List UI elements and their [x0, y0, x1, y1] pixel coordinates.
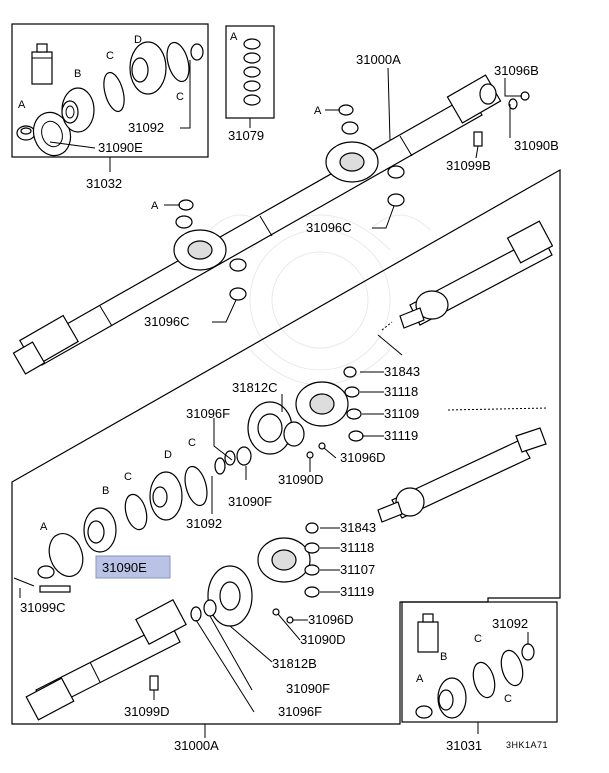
kit-box-31031: 31092 C B A C 31031 [401, 601, 558, 753]
label-31109: 31109 [384, 406, 419, 421]
label-lower-a: A [40, 521, 48, 533]
label-31096f-upper: 31096F [186, 406, 230, 421]
bearing-group-upper: 31843 31118 31109 31119 31812C 31096F 31… [186, 334, 420, 509]
label-31000a-top: 31000A [356, 52, 401, 67]
label-31119-lower: 31119 [340, 584, 374, 599]
label-31090e-highlighted[interactable]: 31090E [102, 560, 147, 575]
label-tl-c2: C [176, 91, 184, 103]
label-br-c1: C [474, 633, 482, 645]
label-31031: 31031 [446, 738, 482, 753]
label-31000a-bottom: 31000A [174, 738, 219, 753]
label-nuts-a: A [230, 31, 238, 43]
highlighted-part-31090e[interactable]: 31090E [95, 555, 171, 579]
label-31812b: 31812B [272, 656, 317, 671]
grease-tube-icon [31, 43, 53, 85]
joint-left-mid [173, 215, 247, 272]
yoke-right-top [446, 74, 502, 124]
label-31107: 31107 [340, 562, 375, 577]
grease-tube-icon-2 [417, 613, 439, 653]
nut-a-mid [178, 199, 194, 211]
label-lower-c2: C [188, 437, 196, 449]
flange-b-icon [61, 87, 95, 133]
highlight-box [95, 555, 171, 579]
label-31843-lower: 31843 [340, 520, 376, 535]
yoke-left-end [12, 314, 79, 375]
label-31096f-lower: 31096F [278, 704, 322, 719]
nut-31096b [520, 91, 530, 101]
label-31090f-upper: 31090F [228, 494, 272, 509]
center-bearing-top [325, 121, 405, 183]
bolt-31099b [473, 131, 483, 147]
label-31090d-upper: 31090D [278, 472, 324, 487]
label-31118-lower: 31118 [340, 540, 374, 555]
label-31096d-upper: 31096D [340, 450, 386, 465]
kit-box-31032: A B C D C 31092 31090E 31032 [11, 23, 209, 191]
nut-31096c-l [229, 287, 247, 301]
flange-group-lower: A B C C D 31092 31099C 31090E [13, 437, 222, 615]
label-31812c: 31812C [232, 380, 278, 395]
cap-a-icon [16, 125, 36, 141]
label-31096b: 31096B [494, 63, 539, 78]
label-31118-upper: 31118 [384, 384, 418, 399]
lower-driveshaft: 31099D 31000A [25, 598, 219, 753]
nut-box-31079: A 31079 [225, 25, 275, 143]
label-31090d-lower: 31090D [300, 632, 346, 647]
label-tl-a: A [18, 99, 26, 111]
label-lower-b: B [102, 485, 109, 497]
label-31090b: 31090B [514, 138, 559, 153]
label-top-a: A [314, 105, 322, 117]
label-31096c-left: 31096C [144, 314, 190, 329]
label-br-a: A [416, 673, 424, 685]
label-31099b: 31099B [446, 158, 491, 173]
label-tl-d: D [134, 34, 142, 46]
upper-driveshaft: 31000A 31096B A 31090B 31099B A 31096C 3… [12, 52, 559, 375]
label-31090f-lower: 31090F [286, 681, 330, 696]
label-lower-d: D [164, 449, 172, 461]
label-31092-bottom: 31092 [492, 616, 528, 631]
label-31096c-right: 31096C [306, 220, 352, 235]
label-31079: 31079 [228, 128, 264, 143]
label-mid-a: A [151, 200, 159, 212]
label-31099c: 31099C [20, 600, 66, 615]
label-31090e-top: 31090E [98, 140, 143, 155]
label-lower-c: C [124, 471, 132, 483]
nut-31096c-r [387, 193, 405, 207]
ring-c-icon [103, 71, 125, 113]
label-br-c2: C [504, 693, 512, 705]
label-31096d-lower: 31096D [308, 612, 354, 627]
label-31843-upper: 31843 [384, 364, 420, 379]
ring-c2-icon [166, 41, 190, 83]
o-ring-icon [190, 43, 204, 61]
nut-31090b [508, 98, 518, 110]
label-31032: 31032 [86, 176, 122, 191]
label-tl-c1: C [106, 50, 114, 62]
label-31099d: 31099D [124, 704, 170, 719]
label-31092-top: 31092 [128, 120, 164, 135]
right-shaft-section [381, 220, 554, 331]
label-br-b: B [440, 651, 447, 663]
diagram-code: 3HK1A71 [506, 740, 548, 750]
nut-a-top [338, 104, 354, 116]
disc-d-icon [129, 41, 167, 95]
label-tl-b: B [74, 68, 81, 80]
right-lower-shaft [377, 407, 549, 523]
label-31092-lower: 31092 [186, 516, 222, 531]
label-31119-upper: 31119 [384, 428, 418, 443]
bearing-group-lower: 31843 31118 31107 31119 31096D 31090D 31… [190, 520, 376, 719]
